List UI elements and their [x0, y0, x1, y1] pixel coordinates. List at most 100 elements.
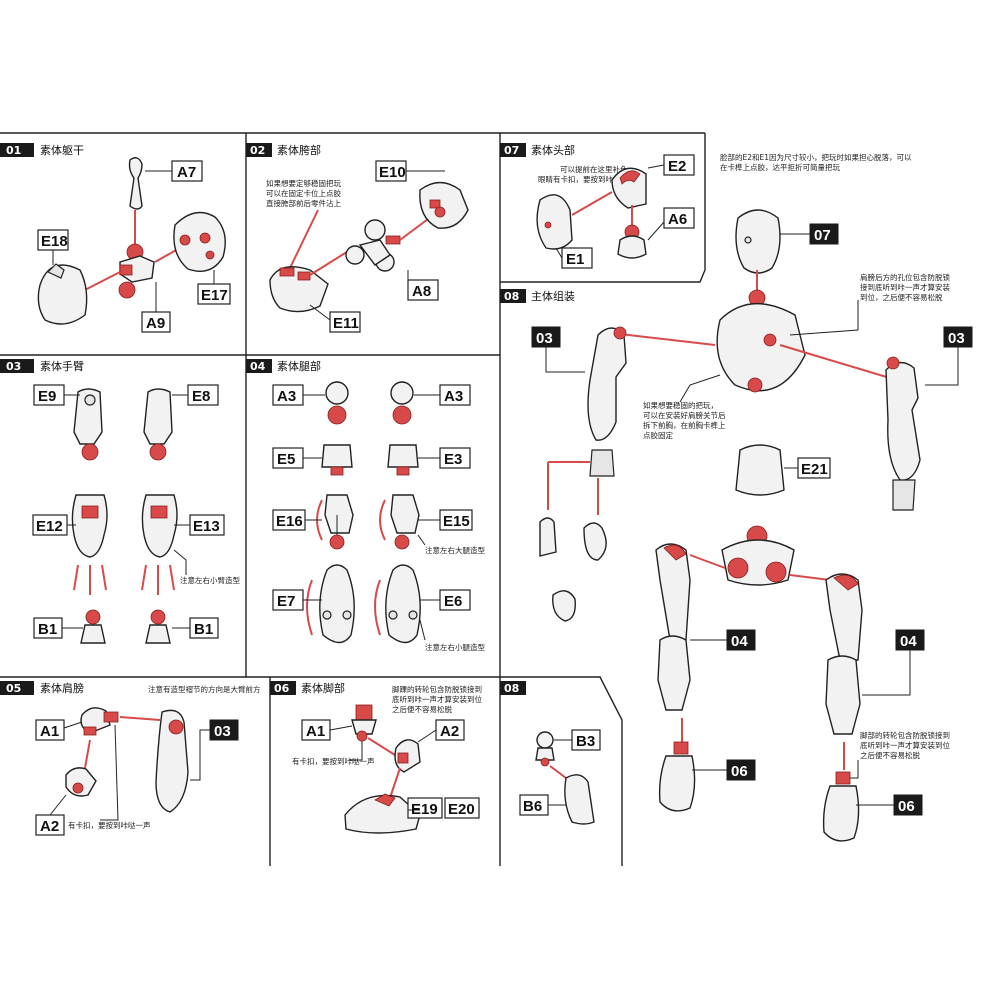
svg-text:B6: B6: [523, 798, 542, 815]
svg-text:B1: B1: [38, 621, 57, 638]
section-number: 08: [504, 290, 519, 303]
part-label-E13: E13: [174, 514, 225, 536]
part-label-E16: E16: [272, 509, 322, 531]
note-line: 可以提前在这里补色: [560, 164, 628, 174]
step-04-legs: A3 A3 E5 E3 E16 E15 注意左右大腿造型: [272, 381, 485, 652]
svg-text:03: 03: [536, 330, 553, 347]
note-line: 底听到咔一声才算安装到位: [392, 694, 482, 704]
svg-text:E10: E10: [379, 164, 406, 181]
section-number: 04: [250, 360, 266, 373]
step-06-feet: 脚踝的转轮包含防脱锁接到 底听到咔一声才算安装到位 之后便不容易松脱 A1 A2…: [292, 684, 482, 834]
ref-label-06-left: 06: [692, 759, 756, 781]
part-label-E20: E20: [444, 797, 480, 819]
part-label-A7: A7: [145, 160, 203, 182]
part-label-E18: E18: [37, 229, 69, 265]
svg-text:E3: E3: [444, 451, 462, 468]
part-label-A2: A2: [35, 794, 67, 836]
svg-text:E6: E6: [444, 593, 462, 610]
part-label-B1-right: B1: [172, 617, 219, 639]
svg-text:E18: E18: [41, 233, 68, 250]
svg-text:03: 03: [214, 723, 231, 740]
section-header-07: 07 素体头部: [500, 143, 575, 157]
note-line: 底听到咔一声才算安装到位: [860, 740, 950, 750]
part-label-B1-left: B1: [33, 617, 83, 639]
svg-text:E9: E9: [38, 388, 56, 405]
section-header-06: 06 素体脚部: [270, 681, 345, 695]
part-label-A1: A1: [35, 719, 83, 741]
step-02-hip: 如果想要定够稳固把玩 可以在固定卡位上点胶 直接胯部前后零件沾上 E10 A8: [266, 160, 469, 333]
section-title: 素体躯干: [40, 143, 84, 157]
part-label-B6: B6: [519, 794, 566, 816]
part-label-A2: A2: [417, 719, 465, 743]
part-label-E9: E9: [33, 384, 80, 406]
svg-text:A1: A1: [306, 723, 325, 740]
part-label-E21: E21: [784, 457, 831, 479]
note-line: 眼睛有卡扣，要按到咔一声: [538, 174, 628, 184]
note-line: 脸部的E2和E1因为尺寸较小，把玩时如果担心脱落，可以: [720, 152, 912, 162]
note-shin-direction: 注意左右小腿造型: [425, 642, 485, 652]
note-line: 脚部的转轮包含防脱锁接到: [860, 730, 950, 740]
note-line: 之后便不容易松脱: [860, 750, 920, 760]
ref-label-07: 07: [780, 223, 839, 245]
part-label-A3-left: A3: [272, 384, 325, 406]
note-line: 可以在安装好肩膀关节后: [643, 410, 726, 420]
svg-text:E21: E21: [801, 461, 828, 478]
note-shoulder-direction: 注意有造型褶节的方向是大臂前方: [148, 684, 261, 694]
section-title: 素体肩膀: [40, 681, 84, 695]
section-title: 素体脚部: [301, 681, 345, 695]
svg-text:B1: B1: [194, 621, 213, 638]
note-click-snap: 有卡扣，要按到咔哒一声: [292, 756, 375, 766]
svg-text:E8: E8: [192, 388, 210, 405]
svg-text:06: 06: [731, 763, 748, 780]
panel-frames: [0, 132, 706, 866]
part-label-E5: E5: [272, 447, 322, 469]
part-label-E12: E12: [32, 514, 76, 536]
part-label-E1: E1: [555, 247, 593, 269]
part-label-E15: E15: [418, 509, 473, 531]
ref-label-03-right: 03: [925, 326, 973, 386]
part-label-E8: E8: [172, 384, 219, 406]
note-line: 如果想要定够稳固把玩: [266, 178, 341, 188]
svg-text:A8: A8: [412, 283, 431, 300]
svg-text:A2: A2: [40, 818, 59, 835]
part-label-E3: E3: [418, 447, 471, 469]
svg-text:A7: A7: [177, 164, 196, 181]
note-line: 可以在固定卡位上点胶: [266, 188, 341, 198]
svg-text:04: 04: [731, 633, 748, 650]
part-label-E17: E17: [197, 270, 231, 305]
ref-label-03-left: 03: [531, 326, 585, 373]
svg-text:03: 03: [948, 330, 965, 347]
svg-text:E19: E19: [411, 801, 438, 818]
section-header-01: 01 素体躯干: [0, 143, 84, 157]
svg-text:06: 06: [898, 798, 915, 815]
svg-text:E11: E11: [333, 315, 359, 332]
svg-text:A1: A1: [40, 723, 59, 740]
note-line: 脚踝的转轮包含防脱锁接到: [392, 684, 482, 694]
note-line: 接到底听到咔一声才算安装: [860, 282, 950, 292]
section-header-08b: 08: [500, 681, 526, 695]
part-label-E2: E2: [647, 154, 695, 176]
svg-text:A9: A9: [146, 315, 165, 332]
section-header-08: 08 主体组装: [500, 289, 575, 303]
step-03-arms: E9 E8 E12 E13 注意左右小臂造型 B1 B1: [32, 384, 240, 644]
note-line: 直接胯部前后零件沾上: [266, 198, 341, 208]
section-number: 06: [274, 682, 290, 695]
section-header-05: 05 素体肩膀: [0, 681, 84, 695]
svg-text:E20: E20: [448, 801, 475, 818]
part-label-B3: B3: [554, 729, 601, 751]
section-title: 素体头部: [531, 143, 575, 157]
section-title: 素体手臂: [40, 359, 84, 373]
section-number: 08: [504, 682, 519, 695]
part-label-E11: E11: [309, 304, 361, 333]
part-label-A3-right: A3: [414, 384, 471, 406]
note-thigh-direction: 注意左右大腿造型: [425, 545, 485, 555]
section-number: 01: [6, 144, 21, 157]
section-title: 素体腿部: [277, 359, 321, 373]
svg-text:E12: E12: [36, 518, 63, 535]
svg-text:04: 04: [900, 633, 917, 650]
section-title: 主体组装: [531, 289, 575, 303]
step-08b-hands: B3 B6: [519, 729, 601, 825]
svg-text:A3: A3: [277, 388, 296, 405]
part-label-A8: A8: [407, 270, 439, 301]
svg-text:A6: A6: [668, 211, 687, 228]
